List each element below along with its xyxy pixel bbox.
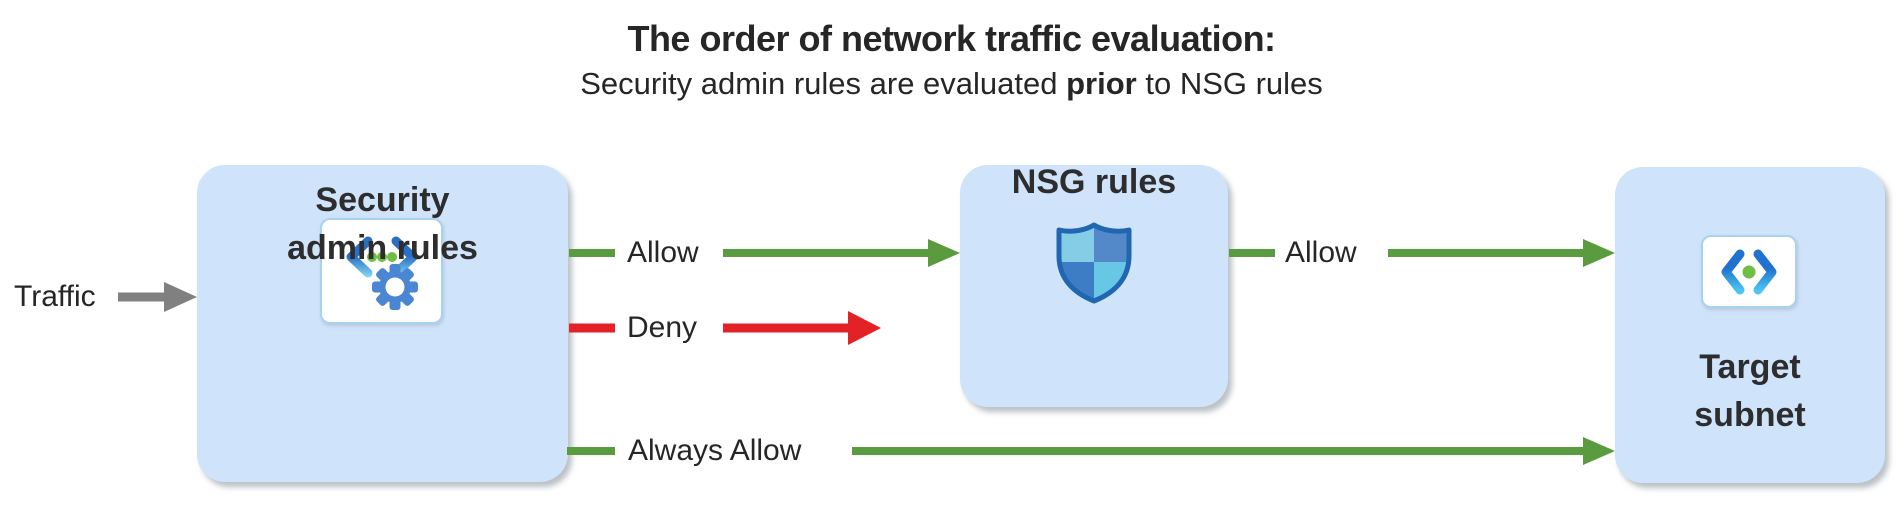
- subnet-code-icon: [1721, 249, 1777, 294]
- node-label-security-admin-rules: Security admin rules: [287, 181, 478, 267]
- target-subnet-icon-tile: [1701, 235, 1797, 308]
- node-target-subnet: Target subnet: [1615, 167, 1885, 483]
- edge-label-allow-to-nsg: Allow: [627, 236, 699, 269]
- diagram-title: The order of network traffic evaluation:: [627, 18, 1276, 59]
- admin-rules-gear-icon: [346, 236, 418, 310]
- subtitle-suffix: to NSG rules: [1136, 66, 1323, 101]
- nsg-shield-icon: [1056, 222, 1132, 304]
- node-nsg-rules: NSG rules: [960, 163, 1228, 407]
- edge-label-allow-to-target: Allow: [1285, 236, 1357, 269]
- code-dots: [366, 252, 397, 262]
- node-label-target-subnet: Target subnet: [1694, 348, 1806, 434]
- allow-arrow-to-nsg: [569, 239, 960, 267]
- always-allow-arrow: [567, 437, 1615, 465]
- right-chevron: [1753, 249, 1777, 294]
- left-chevron: [1721, 249, 1745, 294]
- gear-icon: [371, 264, 418, 310]
- traffic-arrow: [118, 282, 197, 312]
- security-admin-rules-icon-tile: [320, 218, 443, 324]
- node-label-nsg-rules: NSG rules: [1011, 163, 1177, 201]
- shield-outline: [1056, 222, 1132, 304]
- allow-arrow-to-target: [1229, 239, 1615, 267]
- deny-arrow: [569, 311, 881, 345]
- subtitle-emphasis: prior: [1066, 66, 1137, 101]
- traffic-label: Traffic: [14, 280, 96, 313]
- subtitle-prefix: Security admin rules are evaluated: [580, 66, 1067, 101]
- edge-label-always-allow: Always Allow: [628, 434, 802, 467]
- right-chevron: [391, 236, 417, 278]
- left-chevron: [346, 236, 372, 278]
- subnet-dot: [1742, 265, 1756, 278]
- edge-label-deny: Deny: [627, 311, 698, 344]
- node-security-admin-rules: Security admin rules: [197, 165, 568, 482]
- diagram-subtitle: Security admin rules are evaluated prior…: [0, 66, 1903, 102]
- shield-quadrants: [1059, 225, 1129, 301]
